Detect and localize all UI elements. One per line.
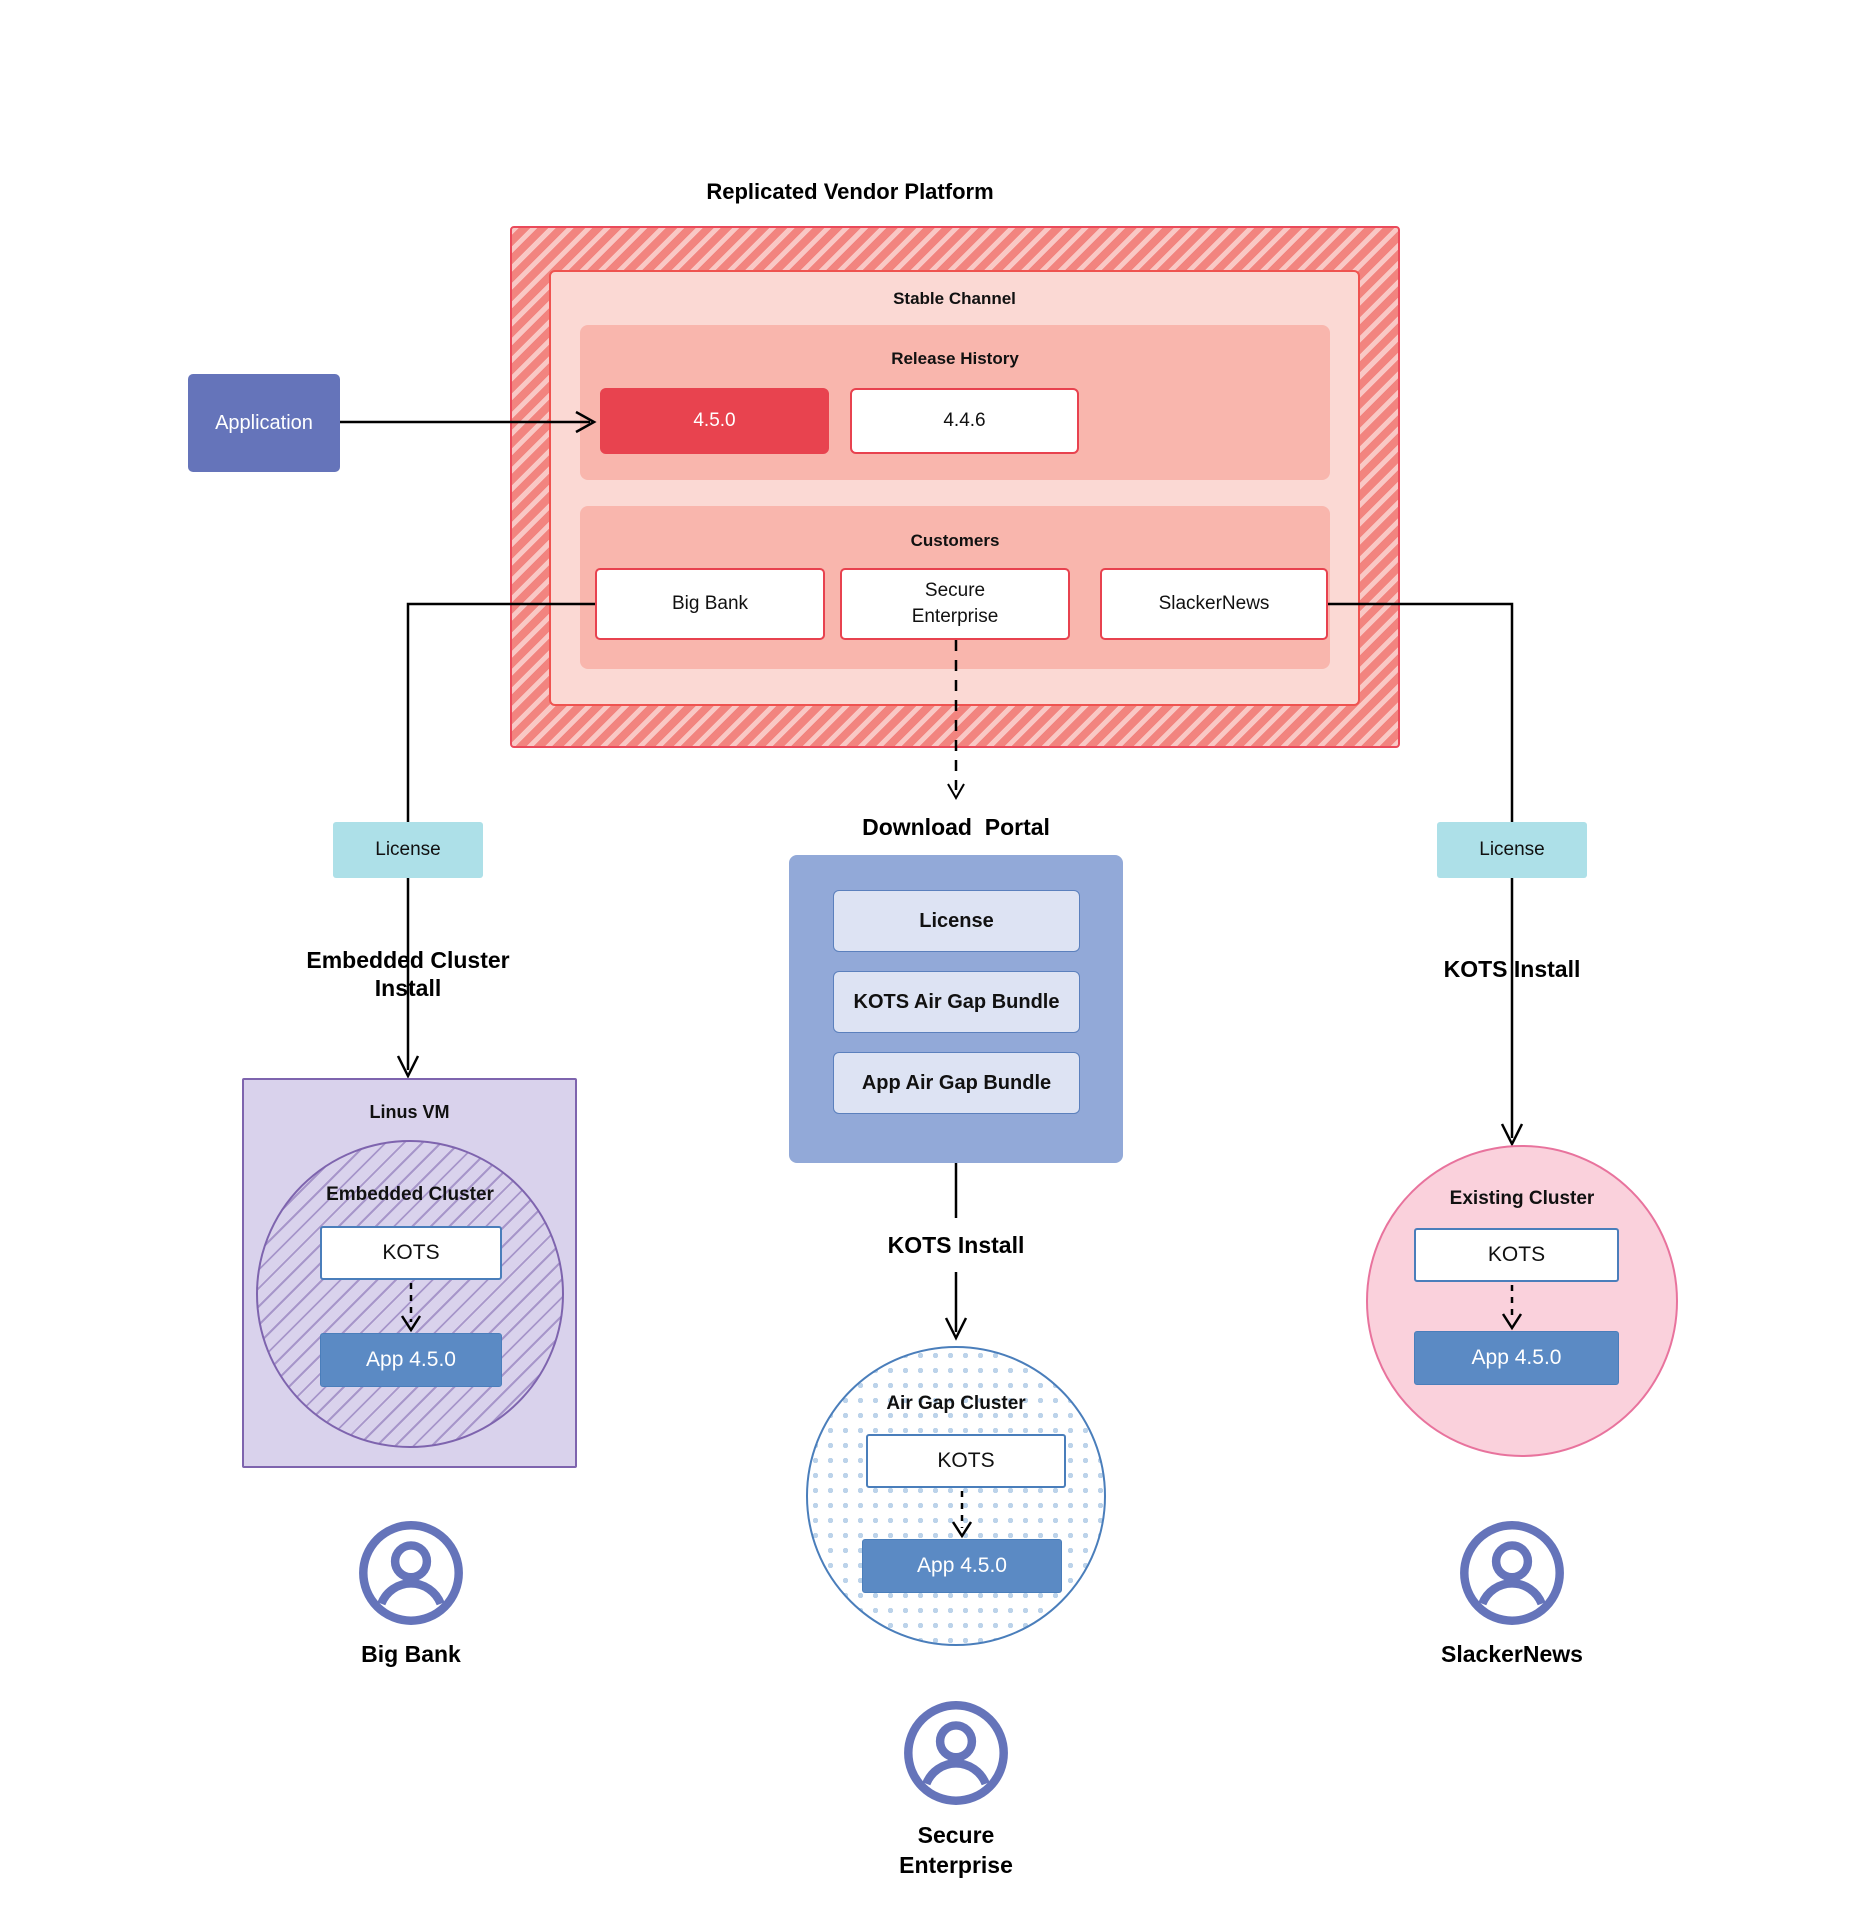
customer-name: SlackerNews <box>1158 593 1270 614</box>
release-item-current[interactable]: 4.5.0 <box>600 388 829 454</box>
page-title: Replicated Vendor Platform <box>706 179 994 204</box>
license-chip-left[interactable]: License <box>333 822 483 878</box>
portal-item-license[interactable]: License <box>833 890 1080 952</box>
portal-item-app-air-gap-bundle[interactable]: App Air Gap Bundle <box>833 1052 1080 1114</box>
portal-item-label: License <box>919 909 994 932</box>
flow-label-kots-install-right: KOTS Install <box>1443 956 1581 982</box>
portal-item-label: App Air Gap Bundle <box>861 1071 1052 1094</box>
persona-label-big-bank: Big Bank <box>361 1641 461 1667</box>
portal-item-kots-air-gap-bundle[interactable]: KOTS Air Gap Bundle <box>833 971 1080 1033</box>
customer-card-secure-enterprise[interactable]: Secure Enterprise <box>840 568 1070 640</box>
customer-name: Secure Enterprise <box>911 580 999 627</box>
flow-label-embedded-cluster-install: Embedded Cluster Install <box>306 947 510 1001</box>
existing-cluster-circle <box>1366 1145 1678 1457</box>
portal-item-label: KOTS Air Gap Bundle <box>853 990 1060 1013</box>
app-label: App 4.5.0 <box>917 1554 1007 1577</box>
app-box-airgap[interactable]: App 4.5.0 <box>862 1539 1062 1593</box>
release-version: 4.4.6 <box>943 410 986 431</box>
persona-label-slackernews: SlackerNews <box>1441 1641 1583 1667</box>
kots-label: KOTS <box>937 1449 995 1472</box>
embedded-cluster-circle <box>256 1140 564 1448</box>
kots-label: KOTS <box>382 1241 440 1264</box>
customer-card-slackernews[interactable]: SlackerNews <box>1100 568 1328 640</box>
air-gap-cluster-circle <box>806 1346 1106 1646</box>
avatar <box>359 1521 463 1625</box>
avatar <box>904 1701 1008 1805</box>
license-label: License <box>375 839 441 860</box>
existing-cluster-label: Existing Cluster <box>1449 1188 1595 1209</box>
persona-label-secure-enterprise: Secure Enterprise <box>899 1822 1013 1878</box>
app-box-existing[interactable]: App 4.5.0 <box>1414 1331 1619 1385</box>
application-label: Application <box>215 411 313 434</box>
app-box-embedded[interactable]: App 4.5.0 <box>320 1333 502 1387</box>
linux-vm-label: Linus VM <box>369 1101 450 1122</box>
stable-channel-label: Stable Channel <box>893 289 1016 308</box>
air-gap-cluster-label: Air Gap Cluster <box>886 1393 1026 1414</box>
download-portal-title: Download Portal <box>862 814 1050 840</box>
release-history-label: Release History <box>891 349 1019 368</box>
customer-name: Big Bank <box>671 593 749 614</box>
customer-card-big-bank[interactable]: Big Bank <box>595 568 825 640</box>
avatar <box>1460 1521 1564 1625</box>
app-label: App 4.5.0 <box>1471 1346 1562 1369</box>
kots-label: KOTS <box>1487 1243 1546 1266</box>
release-item-previous[interactable]: 4.4.6 <box>850 388 1079 454</box>
license-label: License <box>1479 839 1545 860</box>
app-label: App 4.5.0 <box>366 1348 456 1371</box>
license-chip-right[interactable]: License <box>1437 822 1587 878</box>
customers-label: Customers <box>910 531 1000 550</box>
kots-box-existing[interactable]: KOTS <box>1414 1228 1619 1282</box>
release-version: 4.5.0 <box>693 410 736 431</box>
kots-box-embedded[interactable]: KOTS <box>320 1226 502 1280</box>
kots-box-airgap[interactable]: KOTS <box>866 1434 1066 1488</box>
embedded-cluster-label: Embedded Cluster <box>326 1184 494 1205</box>
application-box[interactable]: Application <box>188 374 340 472</box>
flow-label-kots-install-center: KOTS Install <box>887 1232 1025 1258</box>
